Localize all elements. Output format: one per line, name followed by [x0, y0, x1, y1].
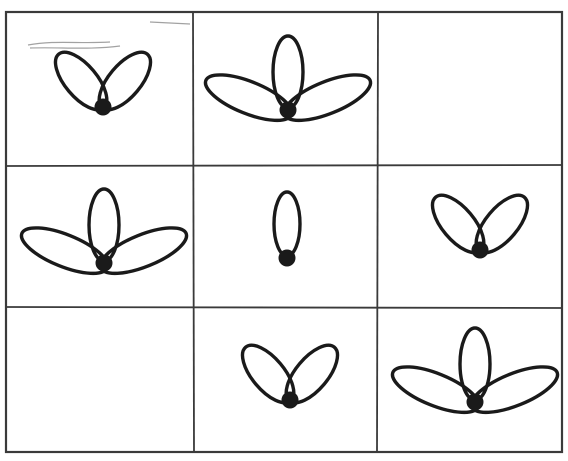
base-dot	[95, 99, 112, 116]
base-dot	[279, 250, 296, 267]
flower-figure-two-petal-v	[423, 187, 536, 261]
petal-shape	[16, 219, 113, 283]
petal-shape	[200, 66, 297, 130]
base-dot	[282, 392, 299, 409]
flower-figure-two-petal-v	[46, 44, 159, 118]
flower-figure-three-petal	[387, 328, 563, 422]
petal-shape	[387, 358, 484, 422]
petal-shape	[466, 358, 563, 422]
petal-shape	[95, 219, 192, 283]
petal-shape	[279, 66, 376, 130]
grid-line-vertical	[377, 12, 378, 452]
flower-figure-one-petal	[274, 192, 300, 267]
grid-line-horizontal	[6, 307, 562, 308]
flower-figure-three-petal	[16, 189, 192, 283]
grid-line-vertical	[193, 12, 194, 452]
grid-line-horizontal	[6, 165, 562, 166]
base-dot	[96, 255, 113, 272]
base-dot	[280, 102, 297, 119]
petal-shape	[89, 189, 119, 261]
flower-figure-two-petal-v	[233, 337, 346, 411]
petal-shape	[273, 36, 303, 108]
flower-figure-three-petal	[200, 36, 376, 130]
base-dot	[472, 242, 489, 259]
petal-shape	[460, 328, 490, 400]
scan-artifact	[28, 22, 190, 48]
petal-shape	[274, 192, 300, 256]
base-dot	[467, 394, 484, 411]
